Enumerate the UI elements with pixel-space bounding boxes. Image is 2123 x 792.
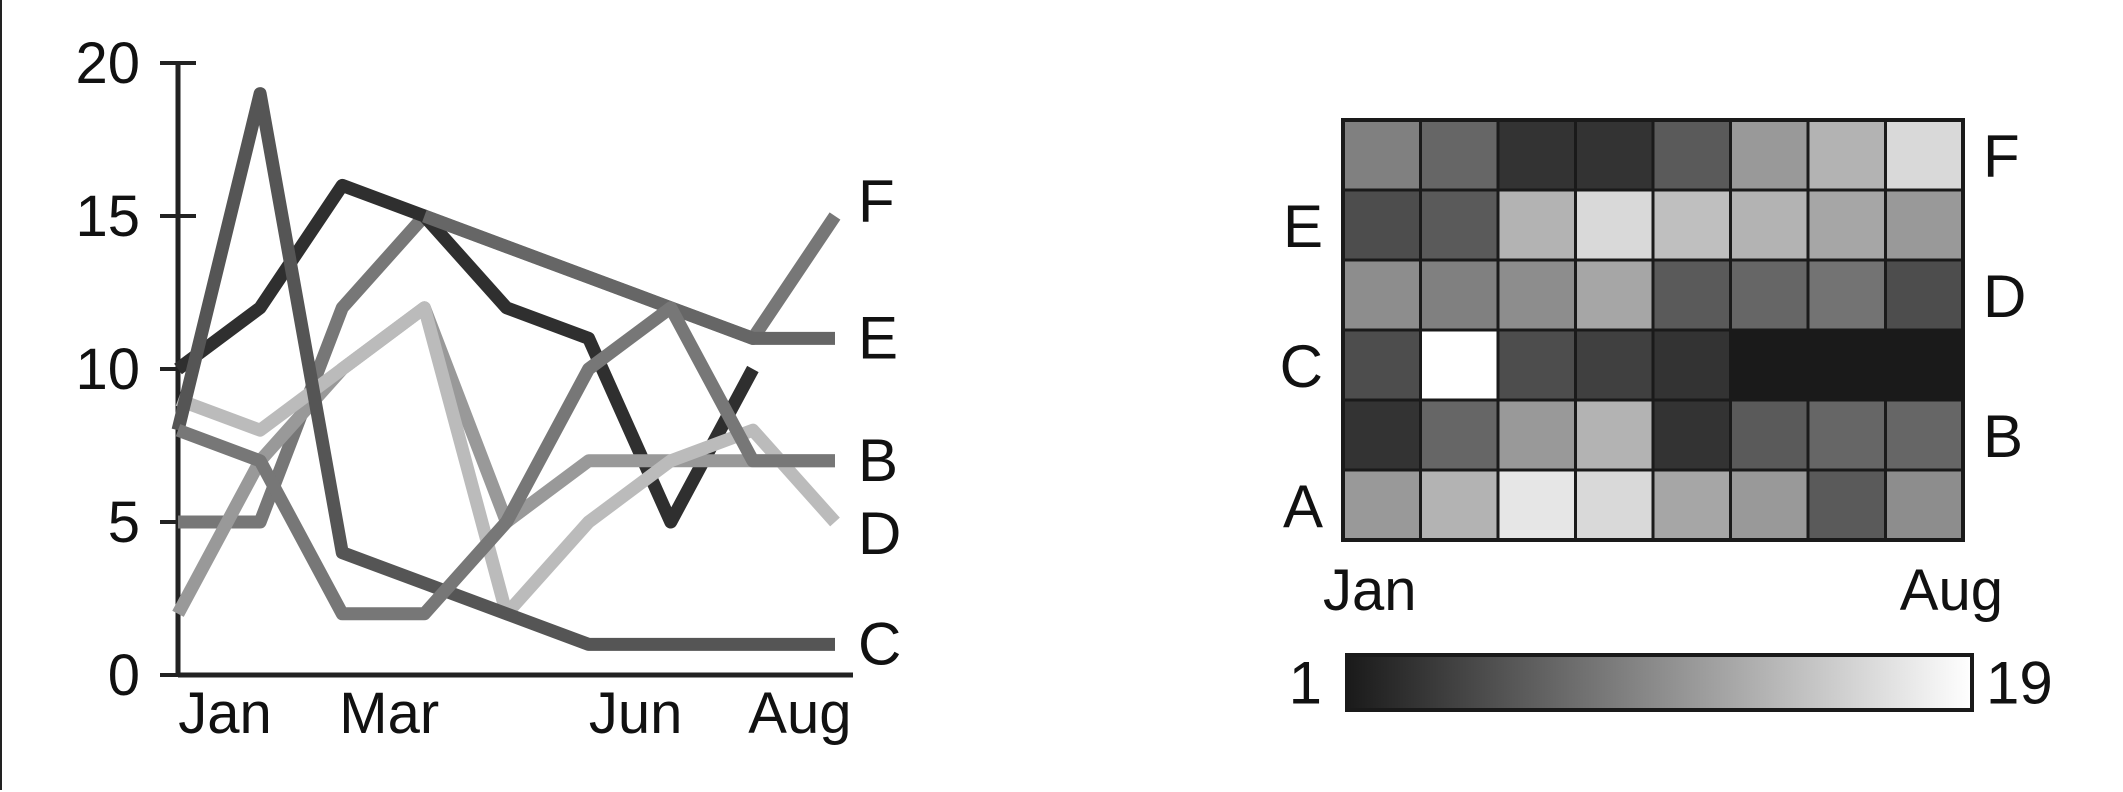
- heatmap-cell: [1341, 328, 1422, 402]
- series-end-label: B: [858, 427, 898, 494]
- heatmap-cell: [1651, 468, 1732, 542]
- x-tick-label: Jan: [178, 681, 272, 746]
- series-end-label: F: [858, 168, 895, 235]
- heatmap-row-label: D: [1983, 263, 2026, 330]
- heatmap-cell: [1651, 188, 1732, 262]
- x-tick-label: Mar: [339, 681, 439, 746]
- heatmap-cell: [1729, 258, 1810, 332]
- heatmap-row-label: E: [1283, 193, 1323, 260]
- heatmap-cell: [1419, 328, 1500, 402]
- series-line: [172, 301, 835, 617]
- heatmap-cell: [1729, 328, 1810, 402]
- series-line: [174, 178, 759, 529]
- x-tick-label: Aug: [748, 681, 851, 746]
- y-tick-label: 0: [108, 643, 140, 708]
- heatmap-cell: [1806, 468, 1887, 542]
- heatmap-cell: [1729, 468, 1810, 542]
- y-tick-label: 15: [75, 184, 140, 249]
- series-line: [175, 301, 835, 621]
- colorbar: [1345, 653, 1974, 712]
- heatmap-cell: [1574, 328, 1655, 402]
- heatmap-cell: [1884, 188, 1965, 262]
- heatmap-cell: [1341, 188, 1422, 262]
- x-tick-label: Jun: [589, 681, 683, 746]
- heatmap-cell: [1729, 398, 1810, 472]
- heatmap-cell: [1419, 118, 1500, 192]
- heatmap-row-label: B: [1983, 403, 2023, 470]
- heatmap-row-label: F: [1983, 123, 2020, 190]
- y-tick-label: 10: [75, 337, 140, 402]
- heatmap-cell: [1884, 258, 1965, 332]
- heatmap-cell: [1884, 328, 1965, 402]
- series-line: [171, 87, 835, 651]
- heatmap-cell: [1574, 258, 1655, 332]
- heatmap-cell: [1651, 398, 1732, 472]
- heatmap-cell: [1806, 188, 1887, 262]
- heatmap-cell: [1884, 468, 1965, 542]
- heatmap-row-label: C: [1280, 333, 1323, 400]
- heatmap-cell: [1496, 118, 1577, 192]
- heatmap-cell: [1806, 118, 1887, 192]
- heatmap-chart: E C A F D B Jan Aug 1 19: [1280, 118, 2053, 717]
- heatmap-cell: [1419, 468, 1500, 542]
- heatmap-cell: [1806, 258, 1887, 332]
- heatmap-border: [1341, 118, 1965, 542]
- colorbar-min-label: 1: [1289, 650, 1322, 717]
- heatmap-cell: [1884, 398, 1965, 472]
- heatmap-row-label: A: [1283, 473, 1323, 540]
- heatmap-cell: [1341, 118, 1422, 192]
- heatmap-cell: [1729, 118, 1810, 192]
- heatmap-cell: [1419, 398, 1500, 472]
- heatmap-cell: [1419, 188, 1500, 262]
- heatmap-cell: [1651, 258, 1732, 332]
- heatmap-cell: [1496, 328, 1577, 402]
- series-line: [178, 209, 841, 529]
- heatmap-cell: [1884, 118, 1965, 192]
- heatmap-cell: [1574, 398, 1655, 472]
- series-end-label: C: [858, 610, 901, 677]
- series-end-label: E: [858, 304, 898, 371]
- heatmap-cell: [1341, 258, 1422, 332]
- heatmap-cell: [1651, 328, 1732, 402]
- heatmap-cell: [1341, 398, 1422, 472]
- colorbar-max-label: 19: [1986, 650, 2053, 717]
- heatmap-cell: [1806, 398, 1887, 472]
- heatmap-cell: [1574, 468, 1655, 542]
- heatmap-cell: [1496, 398, 1577, 472]
- heatmap-cell: [1729, 188, 1810, 262]
- heatmap-cell: [1496, 468, 1577, 542]
- y-tick-label: 20: [75, 31, 140, 96]
- series-line: [422, 209, 835, 345]
- heatmap-cell: [1496, 188, 1577, 262]
- heatmap-x-label: Jan: [1323, 558, 1417, 623]
- heatmap-cell: [1419, 258, 1500, 332]
- y-tick-label: 5: [108, 490, 140, 555]
- heatmap-x-label: Aug: [1900, 558, 2003, 623]
- heatmap-cell: [1651, 118, 1732, 192]
- heatmap-cell: [1574, 118, 1655, 192]
- heatmap-cell: [1574, 188, 1655, 262]
- heatmap-cell: [1806, 328, 1887, 402]
- heatmap-cell: [1341, 468, 1422, 542]
- series-end-label: D: [858, 500, 901, 567]
- heatmap-cell: [1496, 258, 1577, 332]
